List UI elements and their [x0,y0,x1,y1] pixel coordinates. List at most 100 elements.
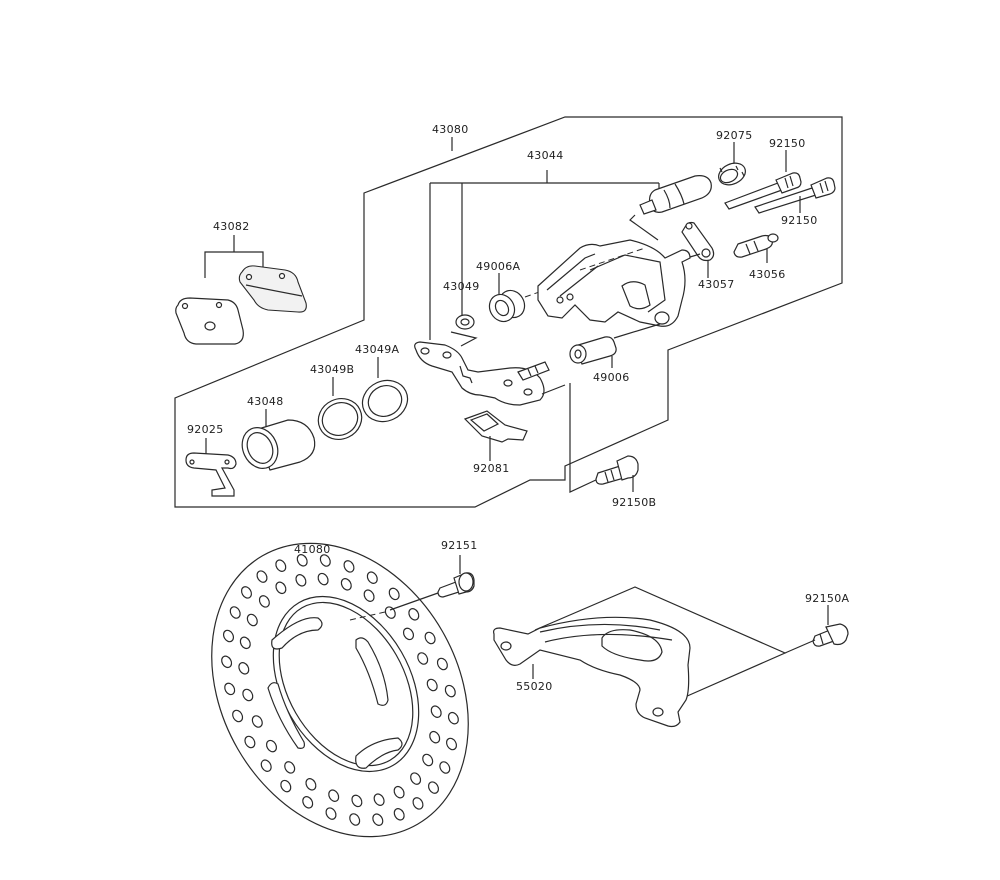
part-43044-slide-pin [639,175,712,215]
part-92150-pin-upper [724,150,802,210]
disc-hole [319,554,331,567]
disc-hole [427,781,440,794]
part-92075-boot [718,142,746,186]
disc-hole [238,662,250,675]
part-92150-pin-lower [754,177,836,214]
assembly-boundary-43080 [174,116,843,508]
disc-hole [429,730,441,744]
part-43082-brake-pads [175,235,307,345]
disc-hole [410,772,422,785]
label-92150A[interactable]: 92150A [805,592,849,605]
disc-hole [366,571,378,584]
disc-holes [221,554,459,826]
label-43057[interactable]: 43057 [698,278,735,291]
disc-hole [275,581,287,595]
disc-hole [239,636,251,650]
disc-hole [444,684,456,698]
disc-hole [439,761,451,774]
disc-hole [302,796,314,809]
disc-hole [373,793,385,806]
part-41080-brake-disc [211,542,469,838]
part-92150A-bolt [784,605,849,654]
part-49006A-seal [488,273,546,323]
disc-hole [244,735,256,749]
disc-hole [265,739,278,753]
disc-hole [258,595,270,608]
disc-hole [412,797,424,810]
label-43049A[interactable]: 43049A [355,343,399,356]
disc-hole [430,705,442,718]
part-43048-piston [241,409,316,471]
disc-hole [325,807,337,820]
part-92081-shim [463,410,528,461]
label-92150-lower[interactable]: 92150 [781,214,818,227]
label-92025[interactable]: 92025 [187,423,224,436]
disc-hole [363,589,375,602]
disc-hole [296,554,308,567]
label-43048[interactable]: 43048 [247,395,284,408]
disc-hole [417,652,429,665]
label-49006A[interactable]: 49006A [476,260,520,273]
disc-hole [372,813,384,826]
disc-hole [426,678,438,692]
disc-hole [317,572,329,586]
assembly-boundary-43044 [429,170,660,493]
disc-hole [388,587,400,601]
disc-hole [422,753,434,767]
part-43049A-seal [361,357,409,423]
part-49006-sleeve [569,323,661,368]
part-55020-caliper-bracket [493,586,787,728]
label-43049[interactable]: 43049 [443,280,480,293]
disc-hole [221,655,233,669]
disc-hole [349,813,361,826]
disc-hole [275,559,287,572]
disc-hole [246,613,258,627]
label-43056[interactable]: 43056 [749,268,786,281]
label-49006[interactable]: 49006 [593,371,630,384]
part-92150B-bolt [595,455,639,492]
part-43044-caliper-body [537,239,691,327]
disc-hole [295,574,307,587]
disc-hole [242,688,254,702]
label-43049B[interactable]: 43049B [310,363,354,376]
label-92075[interactable]: 92075 [716,129,753,142]
disc-hole [232,709,244,723]
part-labels: 43080 43082 43044 92075 92150 92150 4900… [187,123,849,693]
disc-hole [240,586,253,599]
disc-hole [305,778,317,791]
disc-hole [256,570,268,583]
label-55020[interactable]: 55020 [516,680,553,693]
disc-hole [445,737,458,751]
disc-hole [402,627,415,641]
label-43082[interactable]: 43082 [213,220,250,233]
label-43044[interactable]: 43044 [527,149,564,162]
part-92151-disc-bolt [437,555,475,598]
disc-hole [284,761,296,774]
disc-hole [260,759,272,772]
disc-hole [224,682,236,696]
part-43056-bleeder-valve [733,233,779,263]
part-92025-spring [185,438,237,497]
disc-hole [340,578,352,591]
disc-hole [328,789,340,802]
disc-hole [229,606,241,619]
label-92081[interactable]: 92081 [473,462,510,475]
label-92151[interactable]: 92151 [441,539,478,552]
disc-hole [351,794,363,808]
label-92150-upper[interactable]: 92150 [769,137,806,150]
label-43080[interactable]: 43080 [432,123,469,136]
label-41080[interactable]: 41080 [294,543,331,556]
disc-hole [251,715,263,728]
disc-hole [222,629,235,643]
part-43057-link [681,221,715,278]
part-43049B-seal [317,377,363,440]
disc-hole [393,808,405,821]
label-92150B[interactable]: 92150B [612,496,656,509]
disc-hole [393,785,405,799]
part-caliper-mount-bracket [414,341,566,406]
disc-hole [436,657,448,671]
disc-hole [408,608,420,621]
disc-hole [343,560,355,573]
disc-hole [280,779,292,793]
